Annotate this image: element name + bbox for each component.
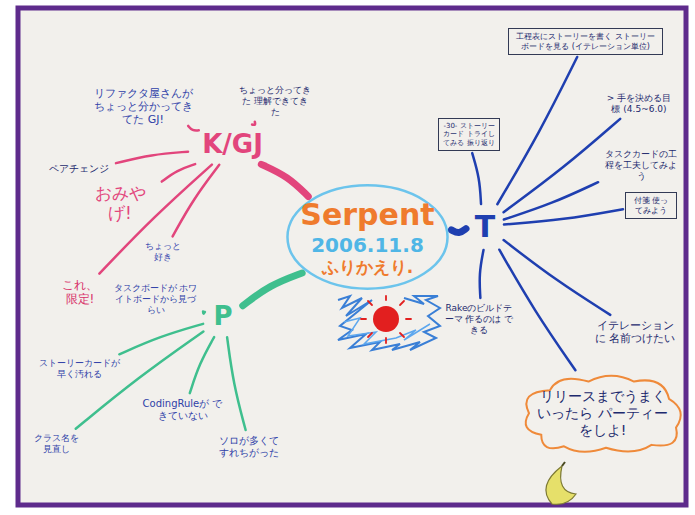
node-text: ちょっと分ってきた 理解できてきた [238,85,312,117]
branch-note: P [205,298,241,335]
branch-line [472,153,481,204]
node-text: Rakeのビルドテーマ 作るのは できる [443,303,515,335]
branch-note: リファクタ屋さんが ちょっと分かってきてた GJ! [88,84,198,130]
banana-moon-sketch [546,462,576,504]
branch-note: これ、限定! [55,275,105,310]
branch-note: Rakeのビルドテーマ 作るのは できる [440,300,518,338]
branch-line [188,126,199,131]
node-text: T [471,209,499,245]
node-text: クラス名を 見直し [31,433,81,455]
cloud-note: リリースまでうまくいったら パーティーをしよ! [515,370,690,456]
node-text: 2006.11.8 [311,233,424,257]
branch-note: ちょっと分ってきた 理解できてきた [235,82,315,120]
node-text: ふりかえり. [322,257,413,277]
boxed-note: 工程表にストーリーを書く ストーリーボードを見る (イテレーション単位) [508,28,663,55]
center-bubble: Serpent2006.11.8ふりかえり. [285,182,450,292]
branch-line [243,273,302,306]
branch-note: ペアチェンジ [44,160,114,178]
branch-note: ソロが多くて すれちがった [210,432,288,462]
sun-sketch [338,296,440,350]
branch-line [497,57,577,204]
branch-note: タスクカードの工程を工夫してみよう [600,146,682,184]
branch-note: クラス名を 見直し [28,430,84,458]
branch-line [261,164,308,196]
branch-line [116,152,188,163]
node-text: リファクタ屋さんが ちょっと分かってきてた GJ! [91,87,195,127]
branch-line [451,229,466,233]
branch-line [504,209,623,224]
node-text: P [208,301,238,332]
node-text: K/GJ [193,129,272,160]
node-text: 工程表にストーリーを書く ストーリーボードを見る (イテレーション単位) [513,32,658,51]
node-text: > 手を決める目標 (4.5~6.0) [603,93,675,115]
branch-note: CodingRuleが できていない [135,395,230,425]
boxed-note: -30- ストーリーカード トライしてみる 振り返り [438,118,500,151]
branch-note: T [468,206,502,248]
node-text: ペアチェンジ [47,163,111,175]
node-text: Serpent [300,197,434,233]
branch-note: タスクボードが ホワイトボードから見づらい [108,280,203,318]
photo-frame [18,8,686,505]
branch-line [227,337,246,430]
branch-note: ストーリーカードが 早く汚れる [32,355,127,383]
branch-note: ちょっと 好き [140,238,185,266]
branch-line [190,337,214,393]
node-text: おみやげ! [83,183,157,224]
branch-line [203,311,205,313]
branch-note: おみやげ! [80,180,160,227]
branch-line [252,122,255,125]
branch-line [162,164,195,181]
node-text: タスクカードの工程を工夫してみよう [603,149,679,181]
node-text: ちょっと 好き [143,241,182,263]
branch-line [504,240,611,315]
node-text: ソロが多くて すれちがった [213,435,285,459]
branch-line [504,182,598,219]
branch-note: > 手を決める目標 (4.5~6.0) [600,90,678,118]
node-text: CodingRuleが できていない [138,398,227,422]
branch-note: イテレーションに 名前つけたい [590,316,680,348]
node-text: タスクボードが ホワイトボードから見づらい [111,283,200,315]
node-text: これ、限定! [58,278,102,307]
node-text: ストーリーカードが 早く汚れる [35,358,124,380]
node-text: -30- ストーリーカード トライしてみる 振り返り [443,122,495,147]
branch-line [173,165,220,236]
node-text: リリースまでうまくいったら パーティーをしよ! [537,388,668,438]
branch-line [480,250,484,298]
node-text: イテレーションに 名前つけたい [593,319,677,345]
node-text: 付箋 使ってみよう [630,196,672,215]
boxed-note: 付箋 使ってみよう [625,192,677,219]
branch-note: K/GJ [190,126,275,163]
